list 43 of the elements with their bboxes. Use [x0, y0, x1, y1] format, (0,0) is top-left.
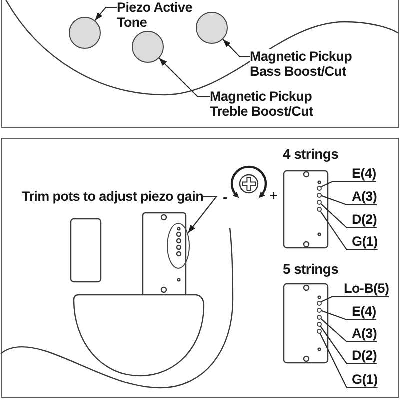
leader-arrow [188, 196, 218, 234]
leader-line [321, 310, 376, 321]
callout-label: Magnetic Pickup Treble Boost/Cut [210, 89, 314, 119]
leader-arrow [158, 58, 210, 98]
string-label: D(2) [352, 211, 378, 228]
string-hole [316, 314, 322, 320]
string-label: A(3) [352, 188, 378, 205]
string-label: A(3) [352, 325, 378, 342]
string-label: E(4) [352, 165, 376, 182]
callout-label: Piezo Active Tone [117, 0, 192, 30]
knob-circle [69, 17, 101, 49]
string-label: G(1) [352, 233, 378, 250]
leader-line [321, 195, 378, 206]
leader-line [320, 332, 378, 389]
string-hole [316, 206, 322, 212]
callout-label: Magnetic Pickup Bass Boost/Cut [250, 49, 352, 79]
leader-arrow [222, 39, 250, 58]
string-hole [316, 308, 322, 312]
string-hole [316, 186, 322, 190]
oval-outline [167, 222, 190, 268]
string-hole [316, 300, 322, 306]
callout-label: Trim pots to adjust piezo gain [22, 189, 204, 205]
leader-line [320, 210, 378, 251]
string-label: Lo-B(5) [344, 280, 390, 297]
leader-line [321, 181, 376, 188]
leader-line [320, 203, 378, 229]
leader-line [321, 296, 390, 302]
knob-circle [196, 12, 228, 44]
leader-line [320, 318, 378, 343]
plus-sign: + [270, 188, 278, 204]
minus-sign: - [223, 189, 228, 205]
plate-heading: 4 strings [283, 146, 339, 162]
string-label: G(1) [352, 371, 378, 388]
leader-arrow [94, 6, 117, 21]
string-label: E(4) [352, 303, 376, 320]
string-hole [316, 328, 322, 334]
string-hole [316, 322, 322, 326]
string-label: D(2) [352, 347, 378, 364]
string-hole [316, 192, 322, 198]
plate-heading: 5 strings [283, 261, 339, 277]
leader-line [320, 326, 378, 365]
knob-circle [132, 31, 164, 63]
string-hole [316, 200, 322, 204]
